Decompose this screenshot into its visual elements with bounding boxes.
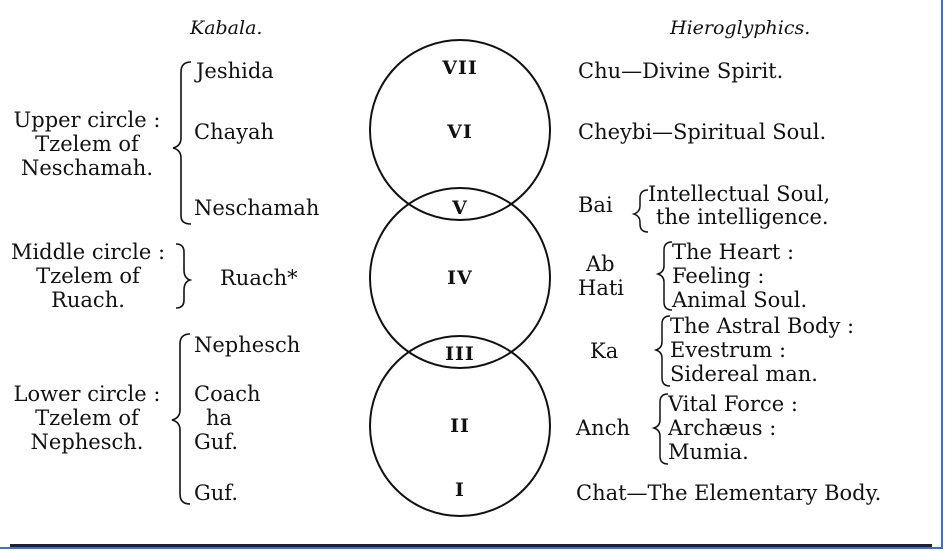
hiero-abhati-item-3: Animal Soul. xyxy=(672,288,808,312)
hiero-anch-label: Anch xyxy=(576,416,630,440)
term-chayah: Chayah xyxy=(194,120,275,144)
middle-group-line-1: Middle circle : xyxy=(10,240,166,264)
lower-group-line-2: Tzelem of xyxy=(35,406,139,430)
ka-brace xyxy=(653,315,671,387)
hiero-abhati-item-2: Feeling : xyxy=(672,264,765,288)
term-ha: ha xyxy=(206,406,233,430)
hiero-ka-label: Ka xyxy=(590,339,619,363)
middle-group-line-3: Ruach. xyxy=(51,288,125,312)
term-guf-1: Guf. xyxy=(194,430,238,454)
term-coach: Coach xyxy=(194,382,261,406)
anch-brace xyxy=(651,393,669,465)
term-neschamah: Neschamah xyxy=(194,196,320,220)
upper-circle xyxy=(369,39,551,221)
bottom-rule xyxy=(10,544,932,547)
numeral-v: V xyxy=(452,197,468,219)
hiero-bai-label: Bai xyxy=(578,193,613,217)
bai-brace xyxy=(631,189,649,233)
lower-brace xyxy=(171,333,191,505)
numeral-iii: III xyxy=(445,343,475,365)
hiero-bai-item-2: the intelligence. xyxy=(656,205,829,229)
hiero-anch-item-3: Mumia. xyxy=(668,440,749,464)
hieroglyphics-header: Hieroglyphics. xyxy=(670,17,811,39)
numeral-i: I xyxy=(455,479,465,501)
term-jeshida: Jeshida xyxy=(196,59,274,83)
lower-circle xyxy=(369,335,551,517)
numeral-iv: IV xyxy=(447,267,473,289)
term-nephesch: Nephesch xyxy=(194,333,301,357)
hiero-chat: Chat—The Elementary Body. xyxy=(576,481,882,505)
hiero-anch-item-2: Archæus : xyxy=(668,416,777,440)
numeral-ii: II xyxy=(450,415,470,437)
hiero-chu: Chu—Divine Spirit. xyxy=(578,59,784,83)
hiero-hati-label: Hati xyxy=(578,276,624,300)
term-ruach: Ruach* xyxy=(220,266,298,290)
hiero-cheybi: Cheybi—Spiritual Soul. xyxy=(578,120,827,144)
upper-group-line-1: Upper circle : xyxy=(13,108,161,132)
hiero-ka-item-3: Sidereal man. xyxy=(670,362,818,386)
numeral-vii: VII xyxy=(442,57,478,79)
hiero-ab-label: Ab xyxy=(586,252,615,276)
lower-group-line-1: Lower circle : xyxy=(13,382,161,406)
middle-brace xyxy=(175,243,193,309)
kabala-header: Kabala. xyxy=(190,17,263,39)
upper-group-line-2: Tzelem of xyxy=(35,132,139,156)
abhati-brace xyxy=(655,241,673,311)
lower-group-line-3: Nephesch. xyxy=(30,430,144,454)
middle-group-line-2: Tzelem of xyxy=(36,264,140,288)
numeral-vi: VI xyxy=(447,121,473,143)
middle-circle xyxy=(369,187,551,369)
hiero-ka-item-2: Evestrum : xyxy=(670,338,787,362)
hiero-abhati-item-1: The Heart : xyxy=(672,240,795,264)
upper-brace xyxy=(172,61,192,225)
hiero-ka-item-1: The Astral Body : xyxy=(670,314,855,338)
hiero-bai-item-1: Intellectual Soul, xyxy=(648,182,831,206)
upper-group-line-3: Neschamah. xyxy=(20,156,154,180)
hiero-anch-item-1: Vital Force : xyxy=(668,392,798,416)
term-guf-2: Guf. xyxy=(194,481,238,505)
